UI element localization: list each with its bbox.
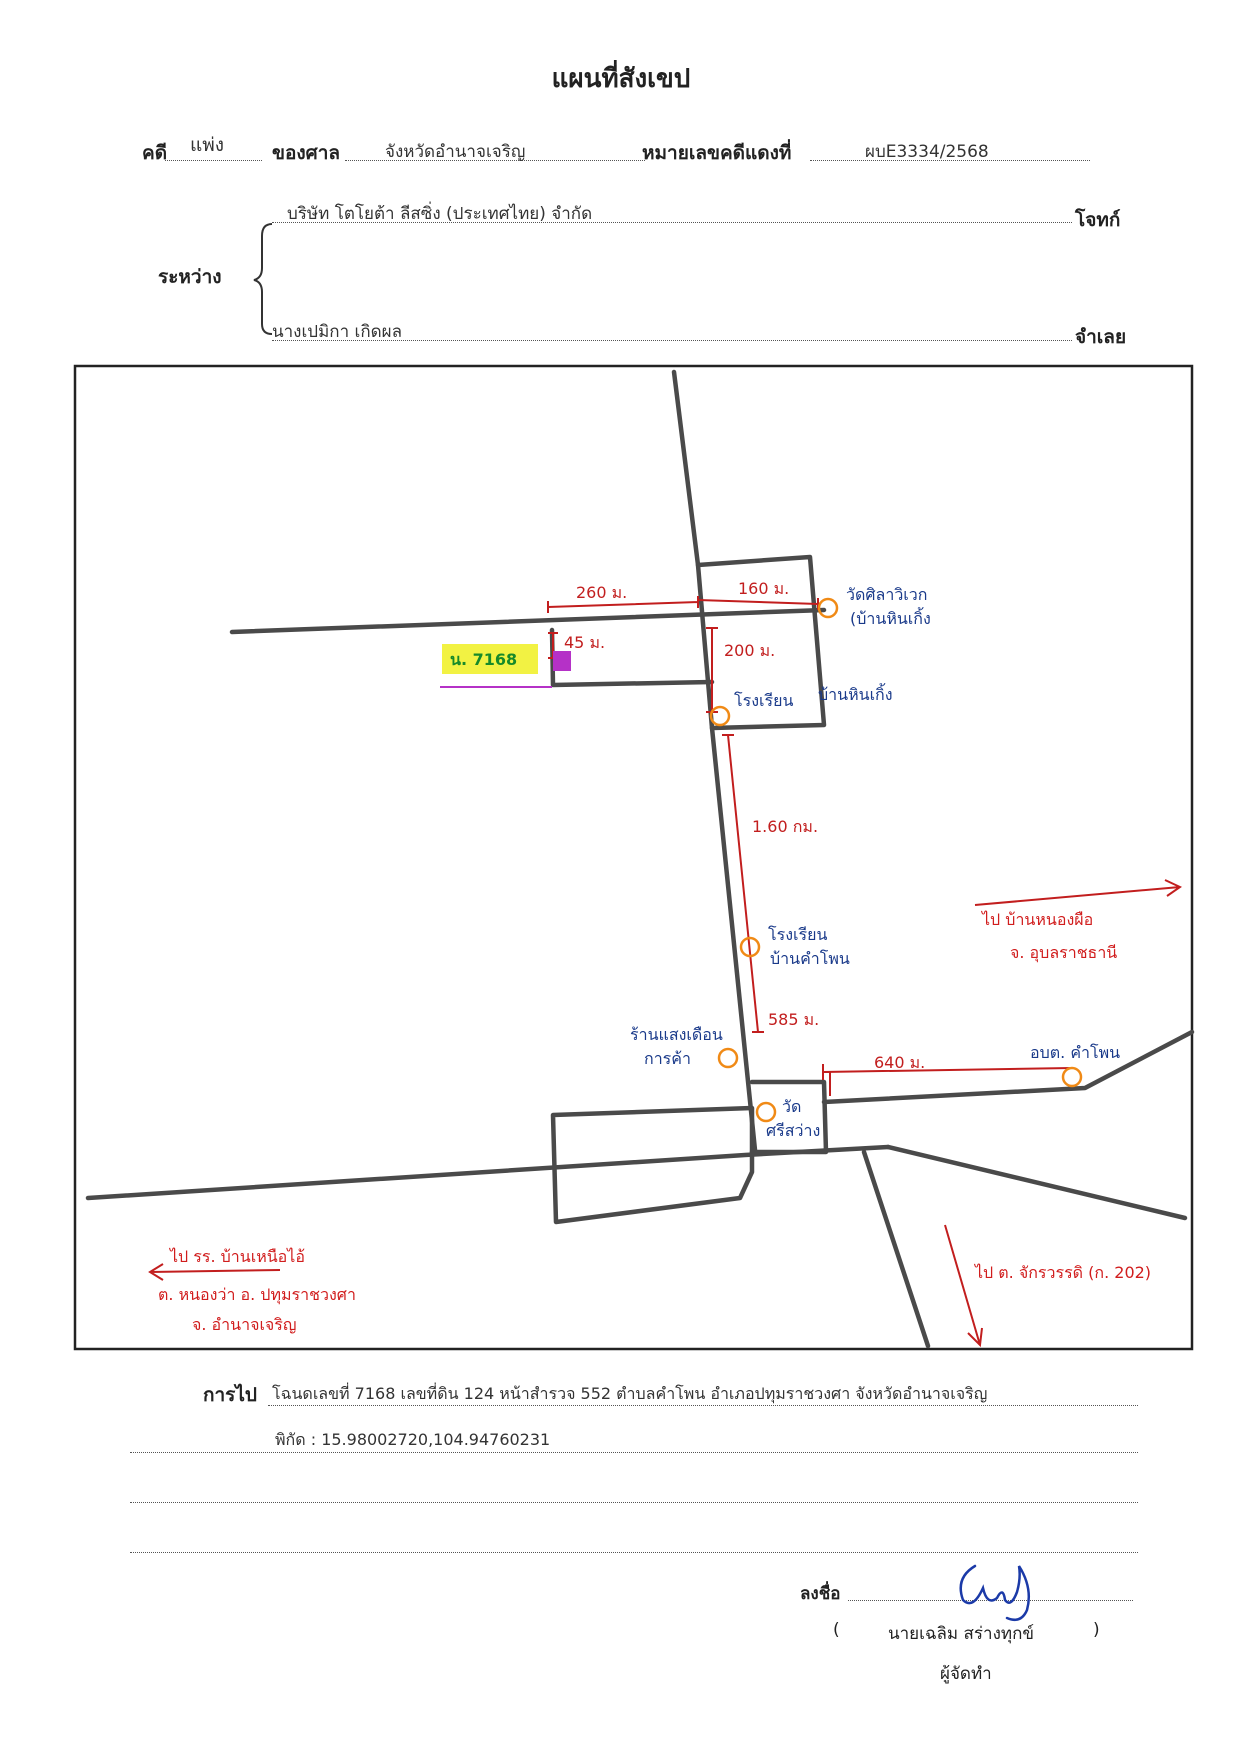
route-label: การไป: [203, 1384, 257, 1406]
east-branch-road: [885, 1144, 1188, 1221]
dist-640: 640 ม.: [874, 1053, 925, 1072]
close-paren: ): [1093, 1620, 1100, 1640]
sign-label: ลงชื่อ: [800, 1584, 841, 1604]
school-2-label-b: บ้านคำโพน: [770, 949, 850, 968]
dir-ne-a: ไป บ้านหนองผือ: [980, 910, 1093, 929]
dir-w-a: ไป รร. บ้านเหนือไอ้: [168, 1247, 305, 1266]
between-label: ระหว่าง: [158, 266, 222, 288]
page-title: แผนที่สังเขป: [551, 64, 691, 94]
main-east-west-road: [85, 1144, 891, 1201]
dist-260: 260 ม.: [576, 583, 627, 602]
court-name: จังหวัดอำนาจเจริญ: [385, 142, 526, 162]
shop-marker: [717, 1047, 739, 1069]
coords-text: พิกัด : 15.98002720,104.94760231: [275, 1430, 551, 1449]
sketch-map: น. 7168 260 ม. 160 ม. 45 ม. 200 ม. 1.60 …: [73, 364, 1195, 1351]
shop-label-b: การค้า: [644, 1049, 691, 1068]
dist-45: 45 ม.: [564, 633, 605, 652]
block-1: [695, 554, 827, 731]
south-road: [861, 1149, 931, 1349]
plot-highlight: [442, 644, 538, 674]
sao-marker: [1061, 1066, 1083, 1088]
defendant-name: นางเปมิกา เกิดผล: [272, 322, 403, 342]
sao-label: อบต. คำโพน: [1030, 1043, 1120, 1062]
dist-1-60km: 1.60 กม.: [752, 817, 818, 836]
shop-label-a: ร้านแสงเดือน: [630, 1025, 723, 1044]
block-2: [749, 1079, 829, 1155]
dist-585: 585 ม.: [768, 1010, 819, 1029]
red-case-label: หมายเลขคดีแดงที่: [642, 142, 792, 164]
wat-marker: [755, 1101, 777, 1123]
defendant-label: จำเลย: [1075, 326, 1127, 348]
school-1-label-b: บ้านหินเกิ้ง: [818, 683, 893, 704]
school-marker-2: [739, 936, 761, 958]
dist-200: 200 ม.: [724, 641, 775, 660]
route-text: โฉนดเลขที่ 7168 เลขที่ดิน 124 หน้าสำรวจ …: [272, 1384, 988, 1403]
case-label: คดี: [142, 142, 168, 164]
dir-w-c: จ. อำนาจเจริญ: [192, 1315, 297, 1334]
wat-label-a: วัด: [782, 1097, 801, 1116]
map-frame: [73, 364, 1194, 1351]
brace-icon: [253, 223, 273, 335]
signature-icon: [959, 1564, 1030, 1621]
west-road: [229, 607, 827, 635]
sao-road: [821, 1029, 1195, 1105]
red-case-number: ผบE3334/2568: [865, 142, 989, 162]
temple-marker: [817, 597, 839, 619]
dir-s: ไป ต. จักรวรรดิ (ก. 202): [973, 1263, 1151, 1282]
plot-parcel: [553, 651, 571, 671]
dir-ne-b: จ. อุบลราชธานี: [1010, 943, 1117, 963]
signer-name: นายเฉลิม สร่างทุกข์: [888, 1624, 1035, 1644]
dist-160: 160 ม.: [738, 579, 789, 598]
school-marker-1: [709, 705, 731, 727]
plaintiff-label: โจทก์: [1075, 209, 1121, 231]
ban-hinkong-label: (บ้านหินเกิ้ง: [850, 607, 931, 628]
dir-w-b: ต. หนองว่า อ. ปทุมราชวงศา: [158, 1285, 356, 1305]
case-type: แพ่ง: [190, 134, 225, 156]
signer-role: ผู้จัดทำ: [940, 1664, 992, 1684]
plaintiff-name: บริษัท โตโยต้า ลีสซิ่ง (ประเทศไทย) จำกัด: [287, 204, 593, 224]
wat-label-b: ศรีสว่าง: [766, 1121, 820, 1140]
main-road: [671, 369, 758, 1153]
school-2-label-a: โรงเรียน: [768, 925, 827, 944]
court-label: ของศาล: [272, 142, 341, 164]
open-paren: (: [833, 1620, 840, 1640]
school-1-label-a: โรงเรียน: [734, 691, 793, 710]
left-block: [550, 1105, 755, 1225]
temple-label: วัดศิลาวิเวก: [846, 585, 927, 604]
plot-label: น. 7168: [450, 650, 517, 669]
